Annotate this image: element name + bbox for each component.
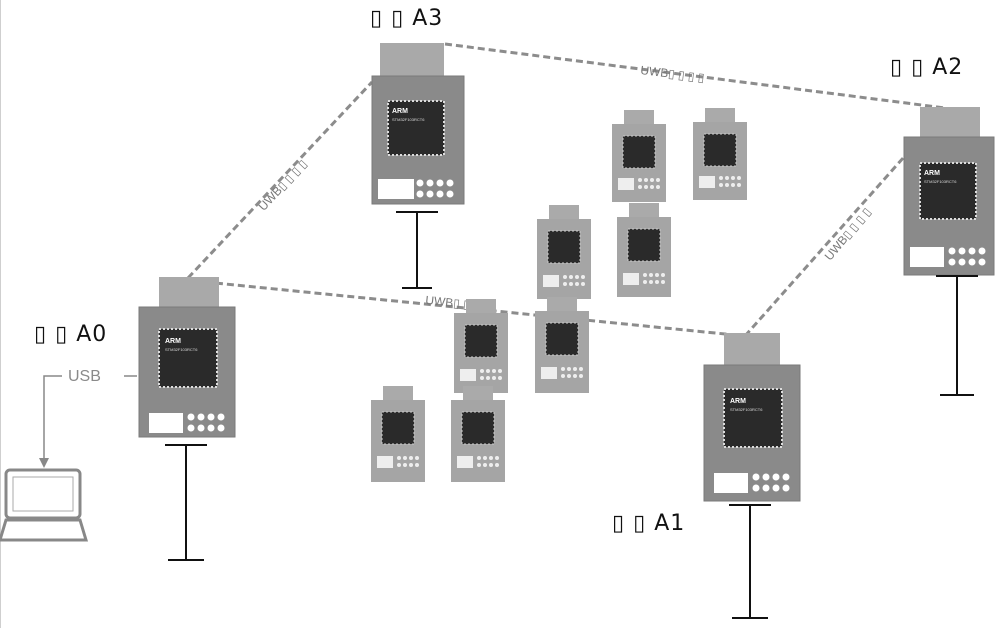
chip-brand: ARM xyxy=(924,170,940,177)
chip-model: STM32F103RCT6 xyxy=(730,407,763,412)
anchor-label-a0: ▯ ▯ A0 xyxy=(34,322,108,347)
usb-connection: USB xyxy=(39,366,137,468)
button-grid xyxy=(187,413,225,432)
button-grid xyxy=(416,179,454,198)
left-border xyxy=(0,0,1,628)
tripod-a3 xyxy=(396,211,438,289)
tag-board-8 xyxy=(451,386,505,482)
usb-label: USB xyxy=(68,368,101,385)
connector xyxy=(910,247,944,267)
tag-board-4 xyxy=(617,203,671,297)
chip xyxy=(158,328,218,388)
connector xyxy=(149,413,183,433)
anchor-board-a0: ARM STM32F103RCT6 xyxy=(138,277,236,438)
link-a3-a2 xyxy=(444,42,946,110)
antenna-module xyxy=(724,333,780,367)
chip-brand: ARM xyxy=(392,108,408,115)
chip-brand: ARM xyxy=(730,398,746,405)
button-grid xyxy=(752,473,790,492)
tripod-a2 xyxy=(936,275,978,396)
connector xyxy=(378,179,414,199)
anchor-board-a2: ARM STM32F103RCT6 xyxy=(903,107,995,276)
link-a0-a3 xyxy=(186,80,374,280)
tag-board-7 xyxy=(371,386,425,482)
chip xyxy=(919,162,977,220)
uwb-label-right: UWB▯ ▯ ▯ ▯ xyxy=(822,205,874,263)
chip xyxy=(723,388,783,448)
anchor-label-a1: ▯ ▯ A1 xyxy=(612,511,686,536)
connector xyxy=(714,473,748,493)
uwb-label-top: UWB▯ ▯ ▯ ▯ xyxy=(640,63,706,85)
chip-brand: ARM xyxy=(165,338,181,345)
chip xyxy=(387,100,445,156)
uwb-label-left: UWB▯ ▯ ▯ ▯ xyxy=(256,157,310,214)
anchor-label-a2: ▯ ▯ A2 xyxy=(890,55,964,80)
link-a0-a1 xyxy=(204,280,746,338)
button-grid xyxy=(948,247,986,266)
anchor-label-a3: ▯ ▯ A3 xyxy=(370,6,444,31)
tag-board-3 xyxy=(537,205,591,299)
link-a1-a2 xyxy=(743,147,914,337)
usb-arrowhead xyxy=(39,458,49,468)
tag-board-5 xyxy=(454,299,508,393)
usb-cable xyxy=(43,375,137,460)
antenna-module xyxy=(380,43,444,81)
chip-model: STM32F103RCT6 xyxy=(924,179,957,184)
tag-board-6 xyxy=(535,297,589,393)
anchor-board-a1: ARM STM32F103RCT6 xyxy=(703,333,801,502)
tag-board-1 xyxy=(612,110,666,202)
antenna-module xyxy=(920,107,980,141)
chip-model: STM32F103RCT6 xyxy=(392,117,425,122)
tag-board-2 xyxy=(693,108,747,200)
chip-model: STM32F103RCT6 xyxy=(165,347,198,352)
anchor-board-a3: ARM STM32F103RCT6 xyxy=(371,43,465,205)
laptop-icon xyxy=(0,468,89,542)
tripod-a0 xyxy=(165,444,207,561)
usb-label-bg xyxy=(62,366,124,384)
tripod-a1 xyxy=(729,504,771,619)
antenna-module xyxy=(159,277,219,311)
uwb-links xyxy=(186,42,946,338)
